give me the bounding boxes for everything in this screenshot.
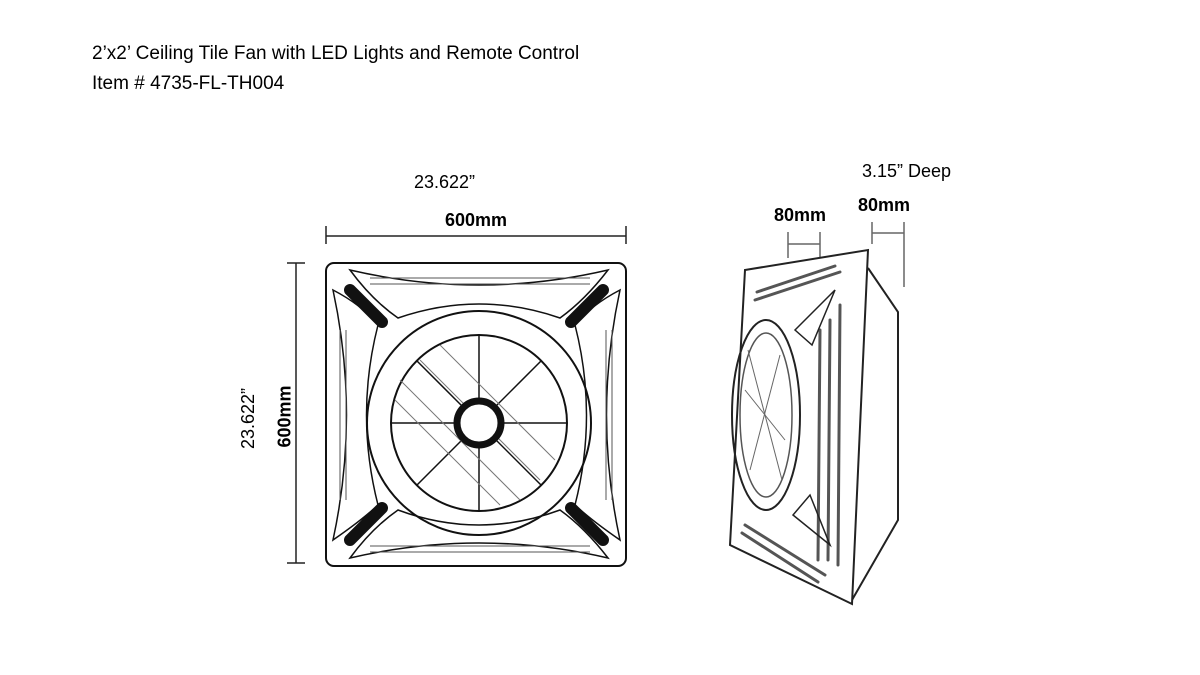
front-width-inches: 23.622” [414,172,476,192]
item-number: Item # 4735-FL-TH004 [92,73,285,94]
depth-mm-left: 80mm [774,205,827,225]
depth-mm-right: 80mm [858,195,911,215]
side-view [728,248,899,606]
front-view [325,262,627,567]
front-width-mm: 600mm [445,210,508,230]
dimension-lines [287,222,905,564]
depth-label: 3.15” Deep [862,161,952,181]
diagram-title: 2’x2’ Ceiling Tile Fan with LED Lights a… [92,43,580,64]
